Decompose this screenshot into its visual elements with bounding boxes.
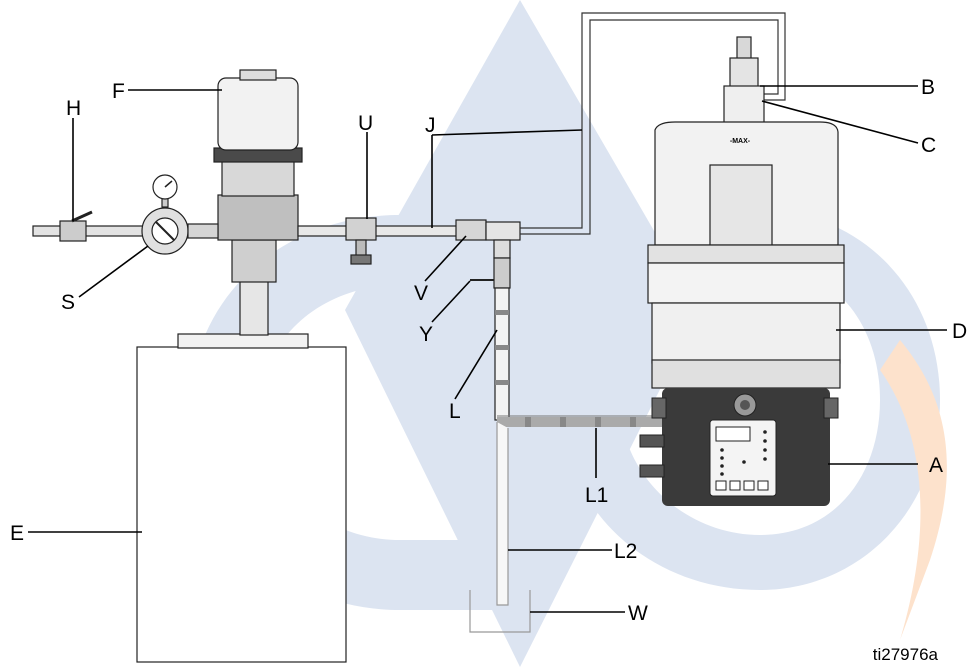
leader-v	[424, 235, 467, 282]
panel-led-8	[763, 457, 767, 461]
figure-id: ti27976a	[873, 645, 939, 664]
pump-outlet-pipe	[297, 225, 459, 237]
panel-led-1	[720, 448, 724, 452]
label-v: V	[414, 282, 428, 305]
label-l1: L1	[585, 484, 608, 507]
panel-button-3	[743, 480, 755, 491]
line-l-band-2	[495, 345, 509, 350]
fill-fitting-cap	[736, 36, 752, 60]
reservoir-lower	[651, 302, 841, 364]
controller-side-bolt-left	[651, 397, 667, 419]
label-f: F	[112, 80, 125, 103]
label-l2: L2	[614, 540, 637, 563]
watermark-orange-arc	[880, 340, 947, 640]
supply-tube-j	[520, 12, 786, 229]
waste-container	[469, 590, 531, 633]
reservoir-window	[709, 164, 773, 246]
label-b: B	[921, 76, 935, 99]
regulator-outlet	[187, 223, 219, 239]
panel-led-5	[763, 430, 767, 434]
lube-pump-unit: -MAX-	[639, 36, 845, 506]
pump-top-cap	[239, 69, 277, 81]
label-y: Y	[419, 323, 433, 346]
label-c: C	[921, 134, 936, 157]
fill-fitting-body	[729, 57, 759, 89]
panel-led-7	[763, 448, 767, 452]
label-a: A	[929, 454, 943, 477]
line-l-band-3	[495, 380, 509, 385]
line-l1-band-3	[595, 417, 601, 427]
fill-line-l	[494, 287, 510, 421]
label-u: U	[358, 112, 373, 135]
regulator-mark	[155, 221, 175, 241]
gauge-needle	[164, 180, 173, 188]
reservoir-base-band	[651, 359, 841, 389]
relief-valve-y	[493, 257, 511, 289]
panel-led-9	[742, 460, 746, 464]
label-e: E	[10, 522, 24, 545]
pump-lower-collar	[231, 239, 277, 283]
controller-outlet-inner	[740, 400, 750, 410]
pump-dip-tube	[239, 279, 269, 336]
reservoir-max-mark: -MAX-	[730, 138, 751, 145]
watermark-diamond	[345, 0, 700, 667]
controller-cable-gland-1	[639, 434, 665, 448]
label-s: S	[61, 291, 75, 314]
label-l: L	[449, 400, 461, 423]
tee-drop	[493, 239, 511, 259]
shutoff-valve-body	[59, 220, 87, 242]
controller-side-bolt-right	[823, 397, 839, 419]
panel-led-4	[720, 472, 724, 476]
leader-c	[761, 100, 919, 144]
tee-fitting	[485, 221, 521, 241]
leader-y	[431, 280, 471, 323]
shutoff-valve-handle	[71, 210, 93, 223]
reservoir-ring-2	[647, 262, 845, 304]
panel-led-3	[720, 464, 724, 468]
leader-lines	[28, 85, 947, 613]
panel-led-6	[763, 439, 767, 443]
label-d: D	[952, 320, 967, 343]
label-w: W	[628, 602, 648, 625]
fill-fitting-base	[723, 85, 765, 127]
check-valve-u	[345, 217, 377, 241]
line-l2	[496, 422, 509, 606]
check-valve-u-stem	[355, 239, 367, 257]
line-l-band-1	[495, 310, 509, 315]
controller-cable-gland-2	[639, 464, 665, 478]
pump-motor-cover	[217, 77, 299, 151]
callout-labels: A B C D E F H J L L1 L2 S U V W Y	[10, 76, 967, 625]
line-l1-band-2	[560, 417, 566, 427]
panel-button-2	[729, 480, 741, 491]
drum	[136, 333, 347, 663]
leader-s	[78, 245, 149, 298]
line-l1-band-1	[525, 417, 531, 427]
panel-led-2	[720, 456, 724, 460]
drum-bung-plate	[177, 333, 309, 349]
air-inlet-assembly	[32, 174, 219, 255]
panel-button-1	[715, 480, 727, 491]
check-valve-u-knob	[350, 254, 372, 265]
air-inlet-hose	[32, 225, 144, 237]
transfer-pump	[213, 69, 303, 336]
control-display	[715, 426, 751, 442]
panel-button-4	[757, 480, 769, 491]
pump-mid-section	[221, 159, 295, 197]
supply-tube-j-inner	[520, 19, 779, 235]
fluid-supply-line	[297, 12, 786, 265]
line-l1-band-4	[630, 417, 636, 427]
reservoir-ring-1	[647, 244, 845, 264]
fitting-v	[455, 219, 487, 241]
label-j: J	[425, 114, 436, 137]
drum-body	[136, 346, 347, 663]
leader-l	[454, 329, 498, 400]
label-h: H	[66, 97, 81, 120]
pump-base-block	[217, 194, 299, 241]
leader-j	[431, 129, 583, 136]
